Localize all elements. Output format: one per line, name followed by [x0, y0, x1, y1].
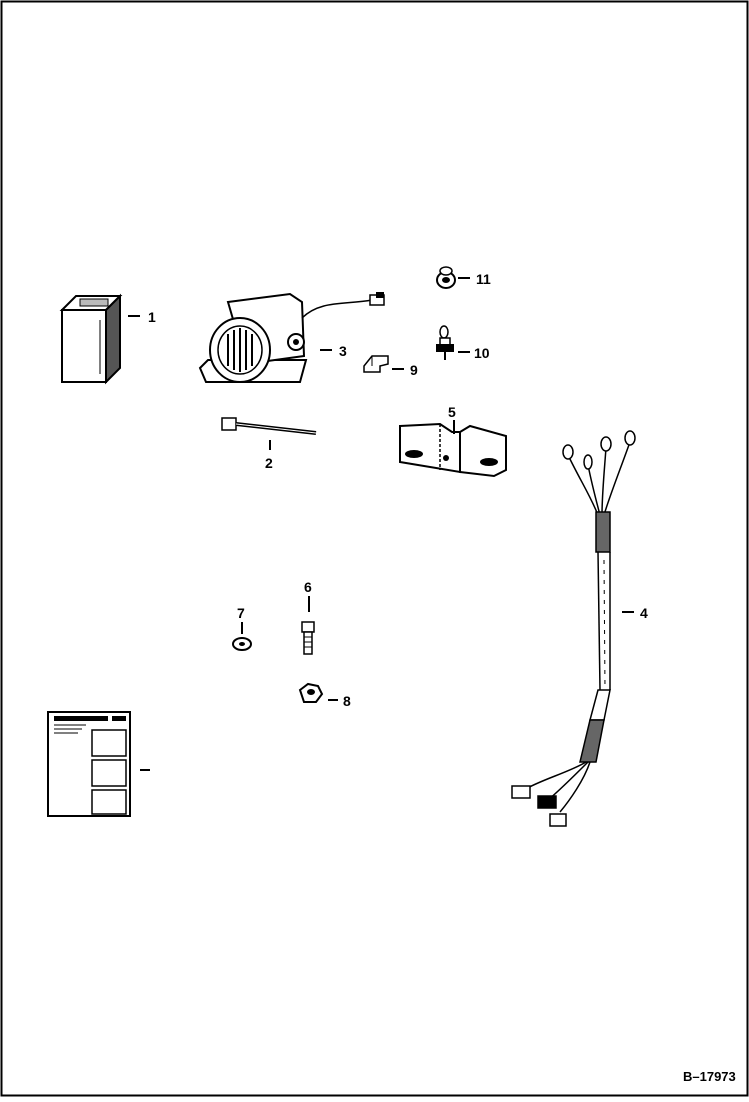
- callout-9: 9: [410, 362, 418, 378]
- figure-id: B–17973: [683, 1069, 736, 1084]
- part-5-bracket: [399, 422, 507, 478]
- part-6-bolt: [301, 621, 315, 655]
- part-10-connector: [436, 325, 454, 360]
- callout-11: 11: [476, 271, 491, 287]
- part-3-backup-alarm: [198, 292, 385, 383]
- instruction-sheet: [47, 711, 131, 817]
- part-2-cable-tie: [221, 417, 317, 435]
- callout-4: 4: [640, 605, 648, 621]
- callout-6: 6: [304, 579, 312, 595]
- callout-5: 5: [448, 404, 456, 420]
- callout-8: 8: [343, 693, 351, 709]
- callout-7: 7: [237, 605, 245, 621]
- part-9-clip: [363, 355, 389, 373]
- part-4-wire-harness: [511, 430, 636, 827]
- part-7-washer: [232, 637, 252, 651]
- part-8-nut: [298, 682, 324, 703]
- callout-10: 10: [474, 345, 490, 361]
- callout-2: 2: [265, 455, 273, 471]
- part-11-grommet: [436, 266, 456, 289]
- part-1-module-box: [59, 293, 123, 385]
- callout-3: 3: [339, 343, 347, 359]
- callout-1: 1: [148, 309, 156, 325]
